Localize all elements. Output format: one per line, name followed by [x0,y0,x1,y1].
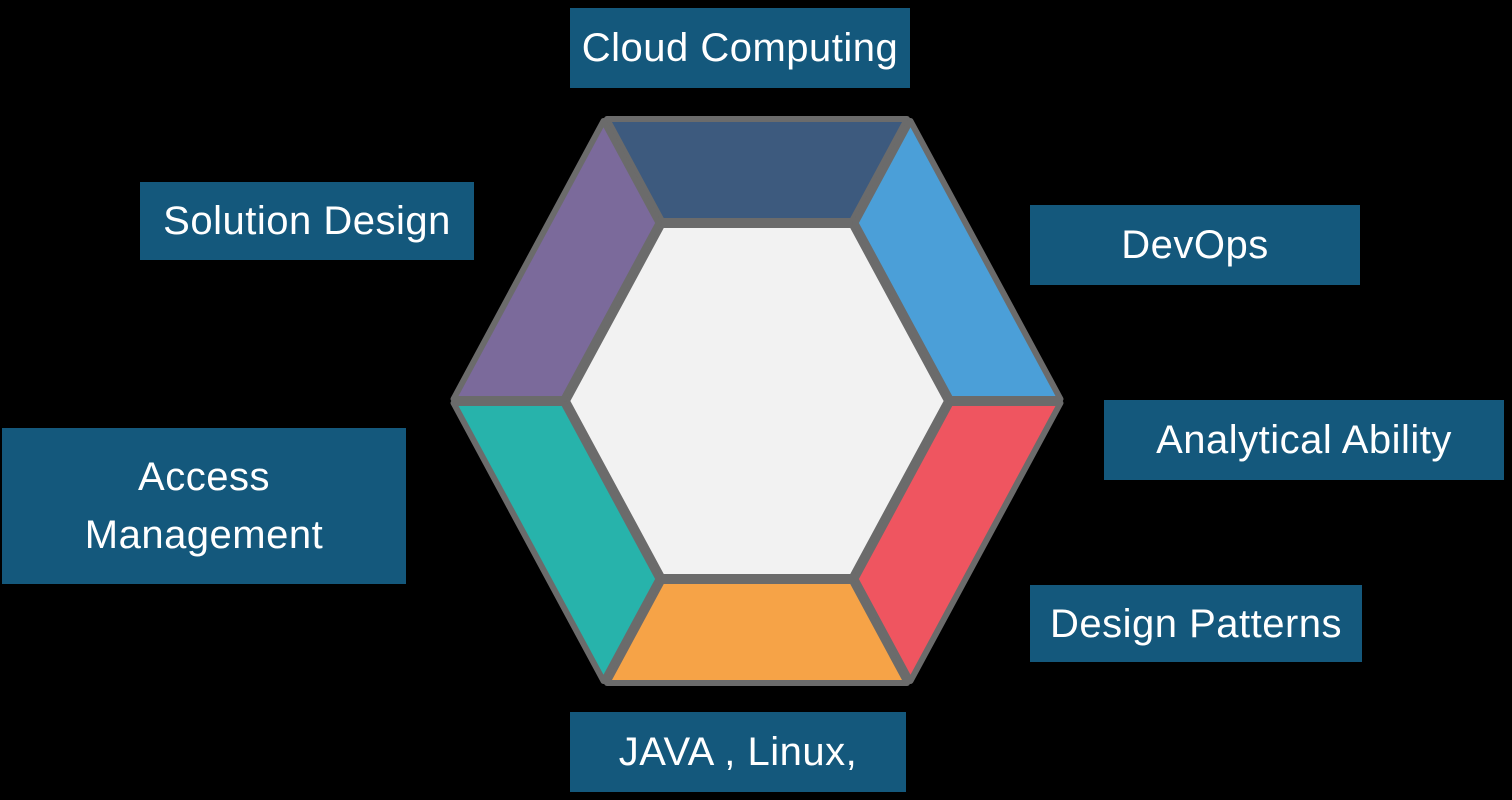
label-design-patterns: Design Patterns [1030,585,1362,662]
label-devops-text: DevOps [1121,223,1269,267]
hexagon-segment-top [604,116,910,224]
label-analytical-ability-text: Analytical Ability [1156,418,1452,462]
label-design-patterns-text: Design Patterns [1049,601,1343,646]
hexagon-segment-bottom [604,578,910,686]
hexagon-segment-upper-right [852,118,1064,402]
label-access-management: Access Management [2,428,406,584]
label-access-management-line2: Management [84,513,324,557]
label-java-linux: JAVA , Linux, [570,712,906,792]
hexagon-segment-upper-left [450,118,662,402]
label-devops: DevOps [1030,205,1360,285]
label-solution-design: Solution Design [140,182,474,260]
label-java-linux-text: JAVA , Linux, [618,730,858,774]
hexagon-segment-lower-left [450,400,662,684]
label-cloud-computing-text: Cloud Computing [581,26,899,70]
label-analytical-ability: Analytical Ability [1104,400,1504,480]
label-access-management-line1: Access [138,455,270,499]
label-solution-design-text: Solution Design [163,199,451,243]
hexagon-segment-lower-right [852,400,1064,684]
label-cloud-computing: Cloud Computing [570,8,910,88]
hexagon-center [564,222,950,580]
